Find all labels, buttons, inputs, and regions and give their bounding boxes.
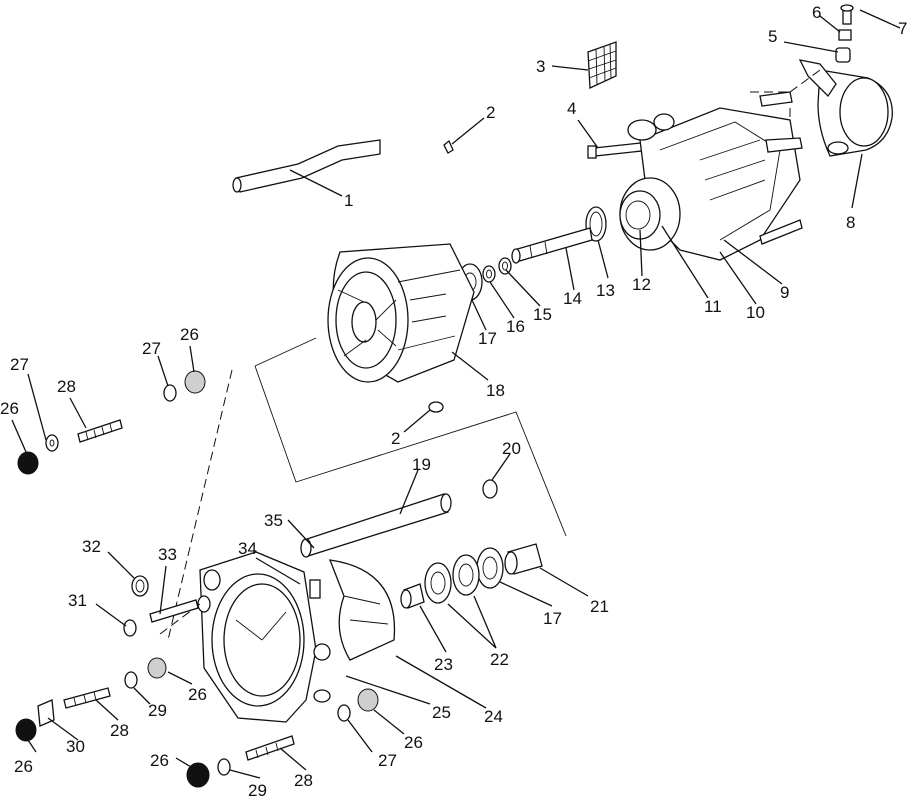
callout-23: 23: [434, 655, 453, 674]
callout-26-top-mid: 26: [180, 325, 199, 344]
callout-30: 30: [66, 737, 85, 756]
spacer-tube-part: [504, 543, 543, 575]
screw-part: [840, 4, 854, 25]
stud-upper-part: [77, 419, 123, 443]
callout-28-bottom: 28: [294, 771, 313, 790]
washer-upper-part: [45, 434, 59, 452]
callout-20: 20: [502, 439, 521, 458]
callout-28-mid: 28: [110, 721, 129, 740]
callout-34: 34: [238, 539, 257, 558]
callout-31: 31: [68, 591, 87, 610]
callout-12: 12: [632, 275, 651, 294]
washer-part: [498, 257, 512, 275]
callout-15: 15: [533, 305, 552, 324]
callout-17-upper: 17: [478, 329, 497, 348]
shaft-part: [511, 227, 593, 264]
callout-5: 5: [768, 27, 777, 46]
bearing-lower-part: [476, 547, 504, 589]
nut-mid-part: [184, 370, 206, 394]
callout-10: 10: [746, 303, 765, 322]
callout-labels: 1 2 2 3 4 5 6 7 8 9 10 11 12 13 14 15 16…: [0, 3, 907, 797]
tube-part: [232, 139, 381, 193]
nozzle-part: [798, 59, 893, 157]
callout-26-mid: 26: [188, 685, 207, 704]
callout-32: 32: [82, 537, 101, 556]
pin-top-part: [443, 139, 454, 154]
seal-part: [424, 554, 480, 604]
callout-9: 9: [780, 283, 789, 302]
callout-16: 16: [506, 317, 525, 336]
nut-lower-left-part: [147, 657, 167, 679]
nut-bottom-right-part: [357, 688, 379, 712]
callout-4: 4: [567, 99, 576, 118]
callout-26-top-left: 26: [0, 399, 19, 418]
callout-13: 13: [596, 281, 615, 300]
callout-29-mid: 29: [148, 701, 167, 720]
nut-bottom-left-part: [15, 718, 37, 742]
impeller-housing-part: [327, 243, 475, 383]
stud-left-part: [149, 599, 199, 623]
callout-28-top: 28: [57, 377, 76, 396]
stud-lower-left-part: [63, 687, 111, 709]
callout-19: 19: [412, 455, 431, 474]
callout-26-bottom-center: 26: [150, 751, 169, 770]
callout-21: 21: [590, 597, 609, 616]
ring-part: [482, 265, 496, 283]
callout-2-bottom: 2: [391, 429, 400, 448]
callout-11: 11: [704, 297, 722, 316]
ring-31-part: [123, 619, 137, 637]
spacer-part: [838, 29, 852, 41]
bushing-part: [835, 47, 851, 63]
callout-27-top-left: 27: [10, 355, 29, 374]
nut-upper-part: [17, 451, 39, 475]
callout-22: 22: [490, 650, 509, 669]
washer-mid-part: [163, 384, 177, 402]
screen-part: [587, 41, 617, 89]
leader-lines: [11, 9, 901, 779]
callout-24: 24: [484, 707, 503, 726]
callout-27-bottom: 27: [378, 751, 397, 770]
callout-17-lower: 17: [543, 609, 562, 628]
stud-bottom-center-part: [245, 735, 295, 761]
snap-ring-part: [482, 479, 498, 499]
ring-32-part: [131, 575, 149, 597]
washer-bottom-right-part: [337, 704, 351, 722]
stator-housing-part: [619, 91, 803, 261]
callout-27-top-mid: 27: [142, 339, 161, 358]
sleeve-part: [300, 493, 452, 558]
plate-30-part: [37, 699, 55, 727]
washer-lower-left-part: [124, 671, 138, 689]
callout-1: 1: [344, 191, 353, 210]
pin-bottom-part: [428, 401, 444, 413]
callout-18: 18: [486, 381, 505, 400]
callout-25: 25: [432, 703, 451, 722]
callout-7: 7: [898, 19, 907, 38]
callout-26-bottom-right: 26: [404, 733, 423, 752]
pump-housing-part: [197, 551, 396, 723]
washer-bottom-center-part: [217, 758, 231, 776]
callout-3: 3: [536, 57, 545, 76]
nut-bottom-center-part: [186, 762, 210, 788]
callout-6: 6: [812, 3, 821, 22]
callout-26-bottom-left: 26: [14, 757, 33, 776]
callout-29-bottom: 29: [248, 781, 267, 797]
callout-8: 8: [846, 213, 855, 232]
callout-14: 14: [563, 289, 582, 308]
bushing-lower-part: [400, 583, 425, 609]
callout-35: 35: [264, 511, 283, 530]
callout-2-top: 2: [486, 103, 495, 122]
callout-33: 33: [158, 545, 177, 564]
